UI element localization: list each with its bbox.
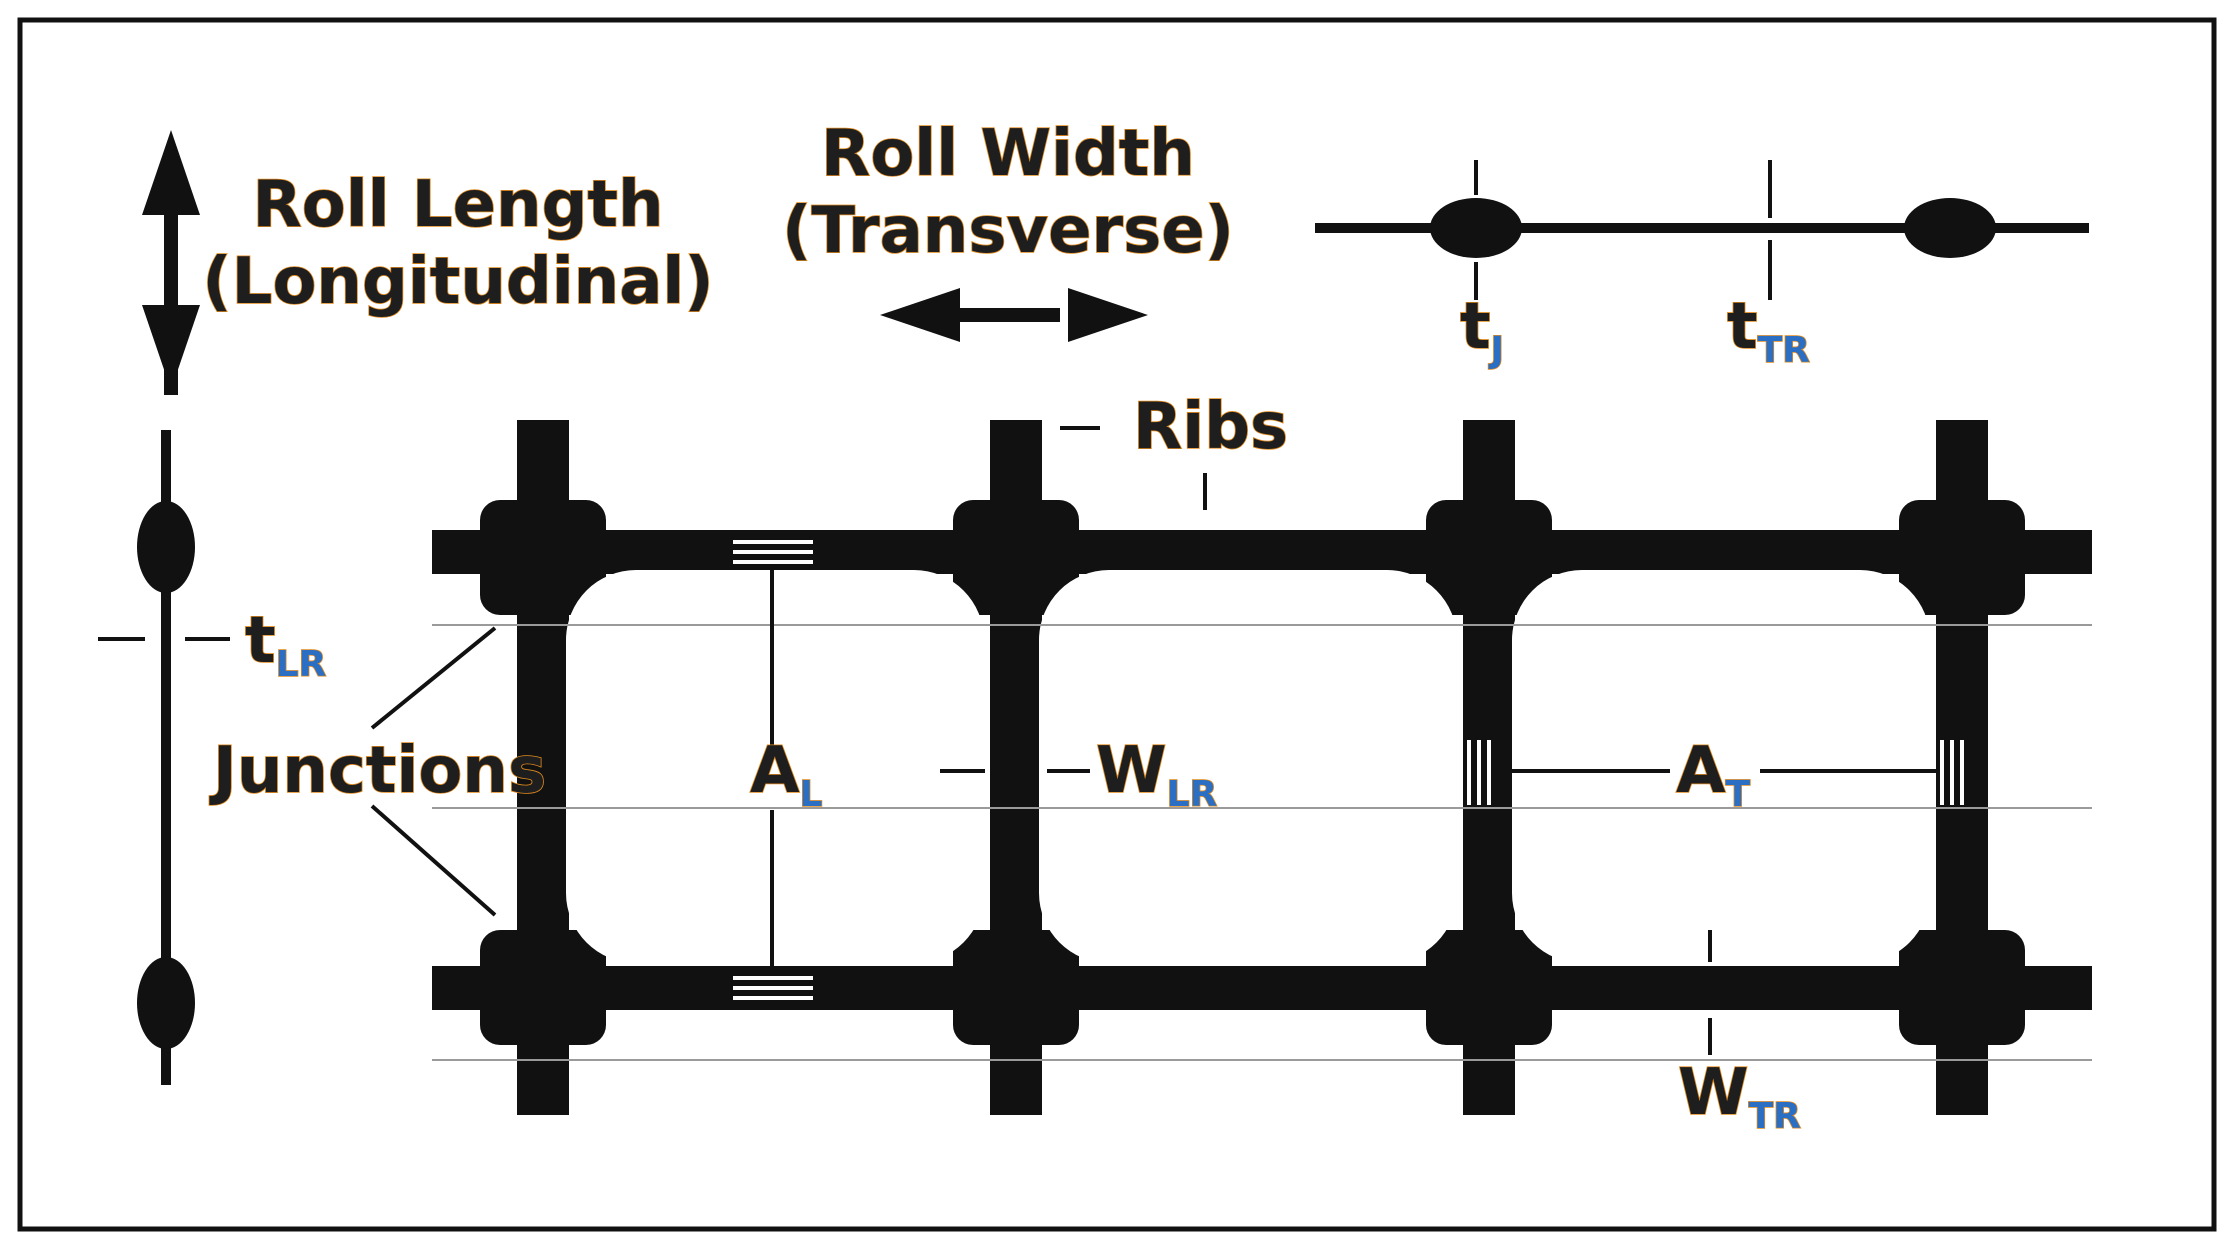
t-tr-symbol: tTR bbox=[1727, 290, 1810, 371]
transverse-label: (Transverse) bbox=[782, 194, 1234, 268]
t-j-symbol: tJ bbox=[1460, 290, 1504, 371]
w-tr-symbol: WTR bbox=[1678, 1056, 1801, 1137]
outer-frame bbox=[17, 17, 2217, 1232]
roll-width-label: Roll Width bbox=[821, 117, 1195, 191]
roll-length-arrow-icon bbox=[142, 130, 200, 395]
rib-seam-lines bbox=[432, 624, 2092, 1061]
dimension-lines bbox=[370, 426, 1936, 1055]
geogrid-mesh bbox=[432, 420, 2092, 1115]
a-l-symbol: AL bbox=[750, 734, 822, 815]
longitudinal-rib-profile bbox=[98, 430, 230, 1085]
t-lr-symbol: tLR bbox=[245, 604, 326, 685]
junctions-label: Junctions bbox=[209, 734, 546, 808]
longitudinal-label: (Longitudinal) bbox=[202, 245, 713, 319]
w-lr-symbol: WLR bbox=[1096, 734, 1217, 815]
ribs-label: Ribs bbox=[1133, 390, 1288, 464]
hatch-markers bbox=[733, 540, 1964, 1000]
transverse-rib-profile bbox=[1315, 160, 2089, 300]
roll-length-label: Roll Length bbox=[252, 168, 663, 242]
a-t-symbol: AT bbox=[1676, 734, 1751, 815]
roll-width-arrow-icon bbox=[880, 288, 1148, 342]
